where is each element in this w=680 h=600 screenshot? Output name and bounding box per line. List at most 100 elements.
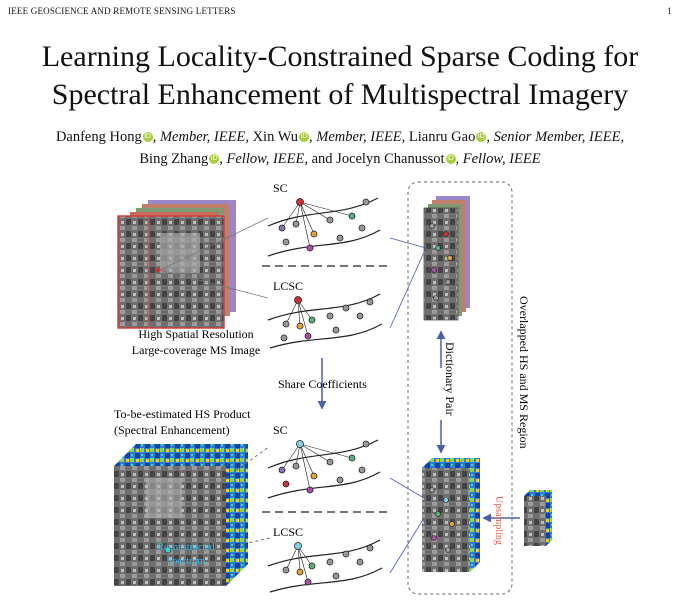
query-point (296, 440, 304, 448)
title-line-2: Spectral Enhancement of Multispectral Im… (51, 78, 629, 111)
low-res-side (546, 490, 552, 546)
author-name: Bing Zhang (139, 151, 209, 167)
atom-point (282, 480, 290, 488)
connector-line (389, 517, 425, 574)
hs-caption-line-1: To-be-estimated HS Product (114, 407, 251, 421)
manifold-curve (267, 197, 379, 227)
title-line-1: Learning Locality-Constrained Sparse Cod… (41, 40, 639, 73)
atom-point (308, 562, 316, 570)
atom-point (326, 312, 334, 320)
ms-image-pixel-dot (155, 267, 161, 273)
ms-patch-stack (423, 196, 470, 321)
hs-cube-top (114, 444, 248, 466)
atom-point (332, 326, 340, 334)
sc-bottom-label: SC (273, 423, 288, 437)
page-number: 1 (667, 6, 672, 16)
connector-line (159, 269, 269, 299)
hs-cube-side (226, 444, 248, 586)
author-role: Senior Member, IEEE (493, 129, 621, 145)
ms-image-stack (117, 200, 236, 329)
author-role: Member, IEEE (159, 129, 246, 145)
hs-patch-cube (422, 458, 480, 572)
author-role: Member, IEEE (316, 129, 402, 145)
ms-caption-line-1: High Spatial Resolution (138, 327, 253, 341)
hs-cube-building (146, 478, 182, 518)
atom-point (336, 476, 344, 484)
method-figure: High Spatial Resolution Large-coverage M… (114, 181, 552, 595)
atom-point (296, 322, 304, 330)
sc-top-label: SC (273, 181, 288, 195)
atom-point (308, 316, 316, 324)
orcid-icon[interactable]: iD (476, 132, 487, 142)
atom-point (366, 544, 374, 552)
orcid-icon[interactable]: iD (209, 154, 220, 164)
atom-point (310, 472, 318, 480)
low-res-top (524, 490, 552, 496)
connector-line (389, 247, 427, 329)
atom-point (362, 440, 370, 448)
author-name: Danfeng Hong (55, 129, 142, 145)
ms-patch-front (423, 207, 459, 321)
overlapped-region-box (407, 181, 513, 595)
ms-caption-line-2: Large-coverage MS Image (132, 343, 260, 357)
connector-line (389, 237, 427, 249)
author-name: Jocelyn Chanussot (336, 151, 445, 167)
atom-point (342, 304, 350, 312)
atom-point (356, 558, 364, 566)
atom-point (326, 216, 334, 224)
orcid-icon[interactable]: iD (299, 132, 310, 142)
low-res-hs-patch (524, 490, 552, 546)
connector-line (159, 217, 269, 271)
atom-point (278, 224, 286, 232)
atom-point (348, 454, 356, 462)
orcid-icon[interactable]: iD (142, 132, 153, 142)
lcsc-bottom-panel: LCSC (267, 525, 383, 593)
dictionary-pair-label: Dictionary Pair (443, 342, 457, 416)
hs-cube: Reconstructed Spectrum (114, 444, 248, 586)
ms-image-building (160, 233, 200, 273)
atom-point (292, 462, 300, 470)
atom-point (356, 312, 364, 320)
atom-point (326, 558, 334, 566)
atom-point (326, 458, 334, 466)
connector-line (389, 477, 425, 499)
atom-point (280, 334, 288, 342)
journal-name: IEEE GEOSCIENCE AND REMOTE SENSING LETTE… (8, 6, 236, 16)
manifold-curve (267, 229, 381, 257)
atom-point (358, 466, 366, 474)
atom-point (306, 486, 314, 494)
hs-patch-top (422, 458, 480, 468)
atom-point (282, 238, 290, 246)
query-point (296, 198, 304, 206)
atom-point (282, 320, 290, 328)
atom-point (306, 244, 314, 252)
manifold-curve (267, 439, 379, 469)
lcsc-top-panel: LCSC (267, 279, 383, 349)
reconstructed-label-2: Spectrum (167, 556, 206, 567)
atom-point (358, 224, 366, 232)
orcid-icon[interactable]: iD (445, 154, 456, 164)
query-point (294, 296, 302, 304)
atom-point (348, 212, 356, 220)
atom-point (332, 572, 340, 580)
conjunction: and (311, 151, 333, 167)
hs-patch-front (422, 468, 470, 572)
atom-point (282, 566, 290, 574)
atom-point (336, 234, 344, 242)
manifold-curve (269, 567, 383, 593)
share-coefficients-label: Share Coefficients (278, 377, 367, 391)
hs-caption-line-2: (Spectral Enhancement) (114, 423, 230, 437)
atom-point (296, 568, 304, 576)
atom-point (366, 298, 374, 306)
upsampling-label: Upsampling (493, 496, 504, 545)
author-role: Fellow, IEEE (462, 151, 541, 167)
connector-line (225, 537, 271, 549)
hs-patch-side (470, 458, 480, 572)
running-header: IEEE GEOSCIENCE AND REMOTE SENSING LETTE… (8, 6, 672, 20)
author-role: Fellow, IEEE (226, 151, 305, 167)
atom-point (304, 332, 312, 340)
reconstructed-pixel-dot (164, 546, 172, 554)
